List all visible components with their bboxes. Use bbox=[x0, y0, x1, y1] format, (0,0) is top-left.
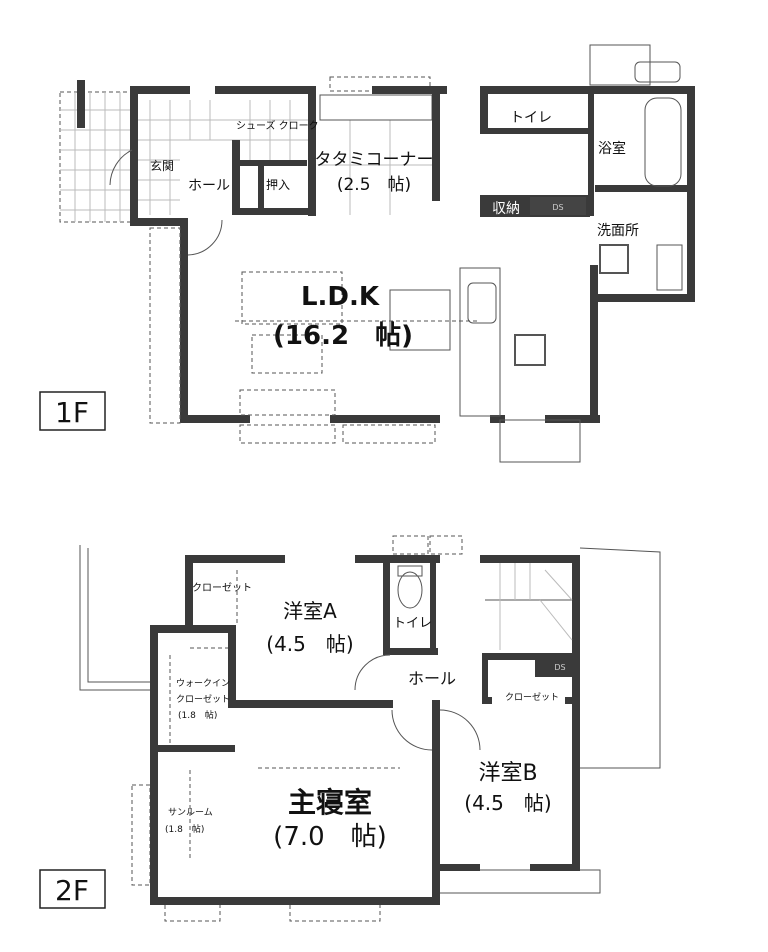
ds-label-2f: DS bbox=[554, 663, 565, 672]
room-size-room-a: (4.5 帖) bbox=[266, 632, 353, 656]
room-label-room-b: 洋室B bbox=[478, 761, 537, 786]
room-label-toilet-1f: トイレ bbox=[510, 110, 552, 126]
room-size-master: (7.0 帖) bbox=[273, 822, 387, 852]
room-label-hall-1f: ホール bbox=[188, 178, 230, 194]
room-size-ldk: (16.2 帖) bbox=[273, 321, 413, 351]
room-label-entrance: 玄関 bbox=[150, 158, 174, 173]
tatami-mats bbox=[319, 76, 435, 215]
fixtures-1f bbox=[109, 44, 683, 463]
floor2-label: 2F bbox=[55, 874, 89, 907]
floor2-plan: DS クローゼット 洋室A (4.5 帖) トイレ ホール ウォークイン クロー… bbox=[39, 535, 661, 922]
room-label-room-a: 洋室A bbox=[283, 599, 337, 623]
room-label-storage: 収納 bbox=[492, 201, 520, 217]
room-label-shoes-cloak: シューズ クローク bbox=[236, 119, 319, 132]
room-size-sunroom: (1.8 帖) bbox=[165, 823, 204, 835]
room-label-hall-2f: ホール bbox=[408, 669, 456, 688]
room-label-master: 主寝室 bbox=[288, 786, 372, 819]
fixtures-2f bbox=[169, 563, 573, 860]
room-label-bath: 浴室 bbox=[598, 140, 626, 157]
room-label-oshiire: 押入 bbox=[266, 178, 290, 192]
room-label-tatami: タタミコーナー bbox=[315, 150, 434, 170]
floor1-label: 1F bbox=[55, 396, 89, 429]
entrance-porch bbox=[59, 80, 133, 223]
floor2-walls bbox=[150, 555, 580, 905]
floor2-label-box bbox=[39, 869, 106, 909]
room-size-tatami: (2.5 帖) bbox=[337, 175, 411, 195]
floor1-walls bbox=[130, 86, 695, 423]
balconies-2f bbox=[79, 535, 661, 922]
floor1-plan: DS シューズ クローク タタミコーナー (2.5 帖) 玄関 bbox=[39, 44, 695, 463]
room-label-closet-b: クローゼット bbox=[505, 691, 559, 703]
room-size-room-b: (4.5 帖) bbox=[464, 791, 551, 815]
room-label-washroom: 洗面所 bbox=[597, 223, 639, 239]
room-label-ldk: L.D.K bbox=[301, 282, 380, 312]
room-label-sunroom: サンルーム bbox=[168, 807, 213, 818]
room-label-wic-2: クローゼット bbox=[176, 693, 230, 705]
floor1-label-box bbox=[39, 391, 106, 431]
room-label-wic-1: ウォークイン bbox=[176, 678, 230, 689]
entrance-tiles bbox=[137, 100, 310, 215]
room-label-toilet-2f: トイレ bbox=[393, 616, 432, 631]
ds-label-1f: DS bbox=[552, 203, 563, 212]
room-size-wic: (1.8 帖) bbox=[178, 709, 217, 721]
room-label-closet-a: クローゼット bbox=[192, 582, 252, 594]
